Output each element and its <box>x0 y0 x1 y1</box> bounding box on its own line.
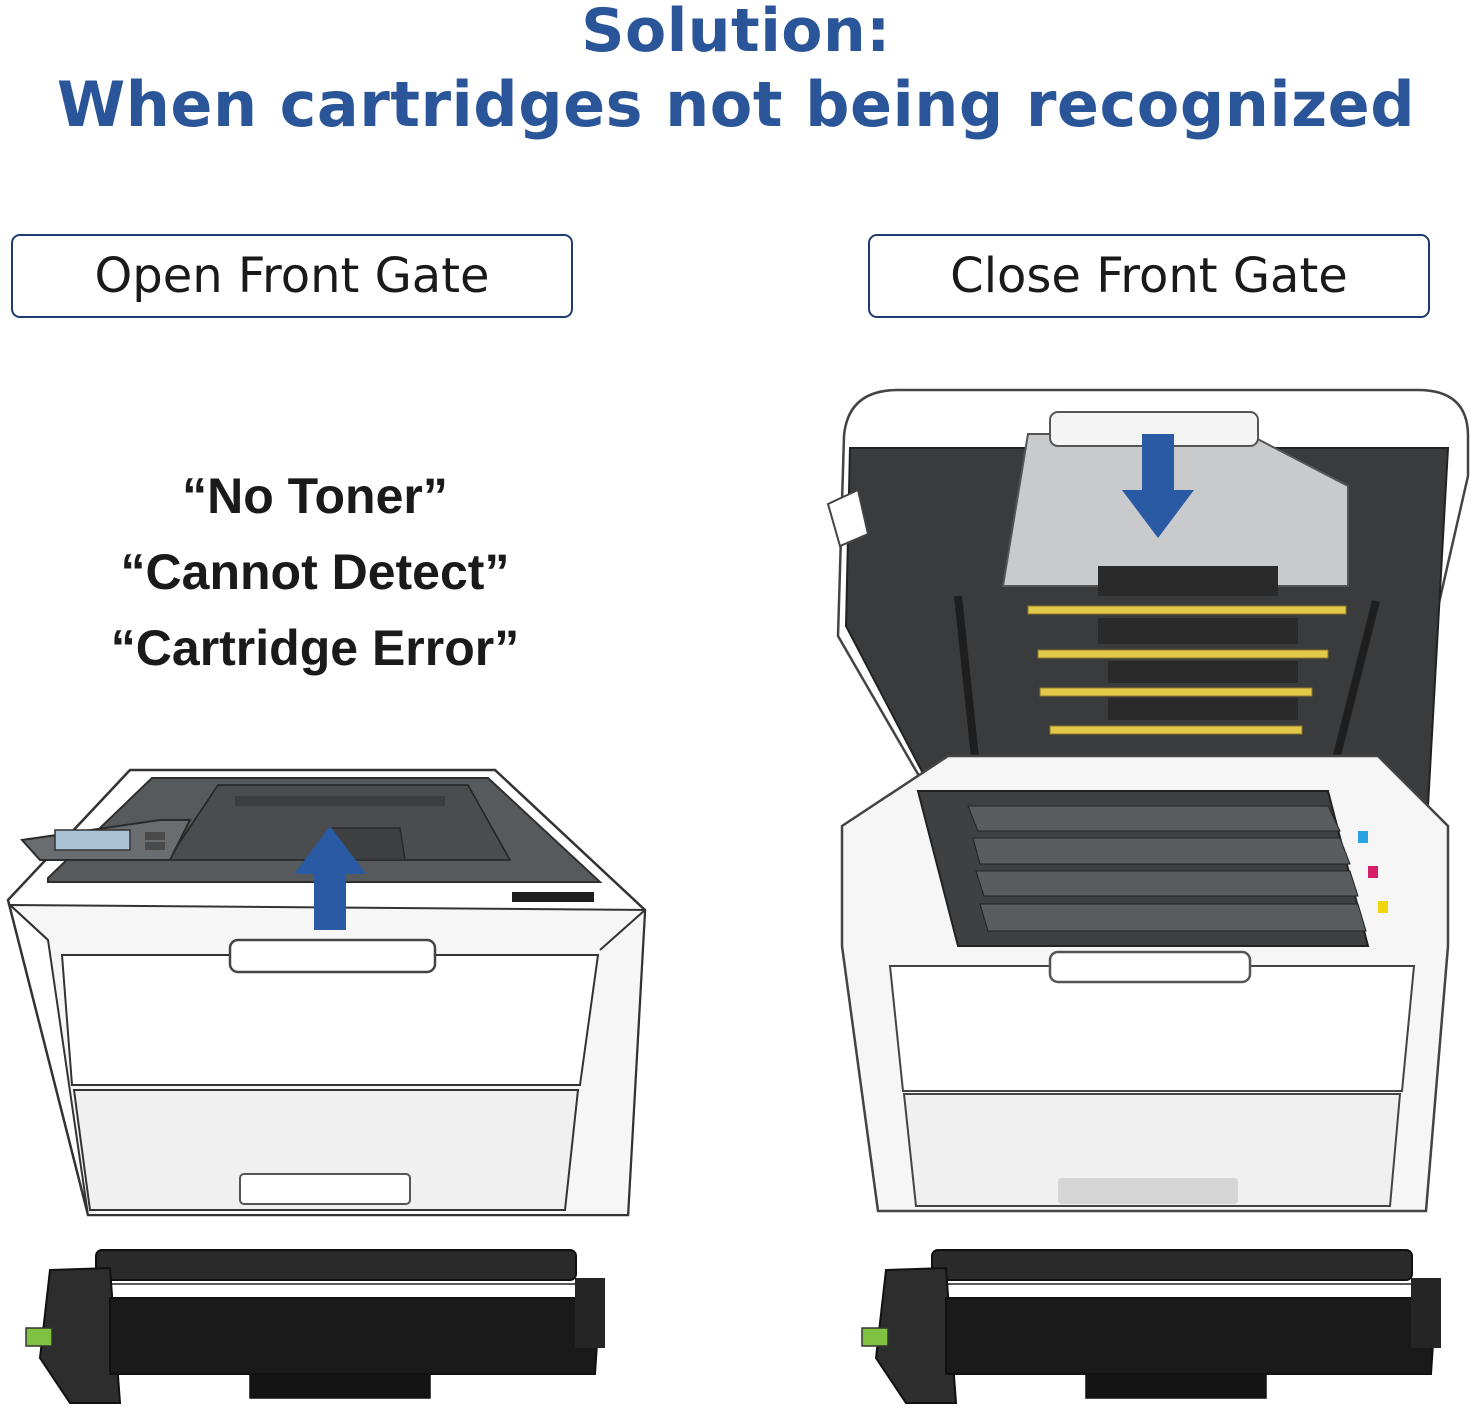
arrow-down-icon <box>1122 434 1194 538</box>
arrow-up-icon <box>294 826 366 930</box>
error-messages: “No Toner” “Cannot Detect” “Cartridge Er… <box>60 458 570 686</box>
step-open-label: Open Front Gate <box>94 248 490 304</box>
error-cartridge-error: “Cartridge Error” <box>110 620 520 676</box>
printer-closed-illustration <box>6 768 647 1217</box>
step-open-front-gate: Open Front Gate <box>11 234 573 318</box>
solution-heading: Solution: <box>581 0 891 66</box>
error-cannot-detect: “Cannot Detect” <box>120 544 510 600</box>
error-no-toner: “No Toner” <box>182 468 448 524</box>
step-close-front-gate: Close Front Gate <box>868 234 1430 318</box>
step-close-label: Close Front Gate <box>950 248 1348 304</box>
problem-heading: When cartridges not being recognized <box>56 68 1416 141</box>
toner-cartridge-right <box>861 1249 1441 1404</box>
toner-cartridge-left <box>25 1249 605 1404</box>
